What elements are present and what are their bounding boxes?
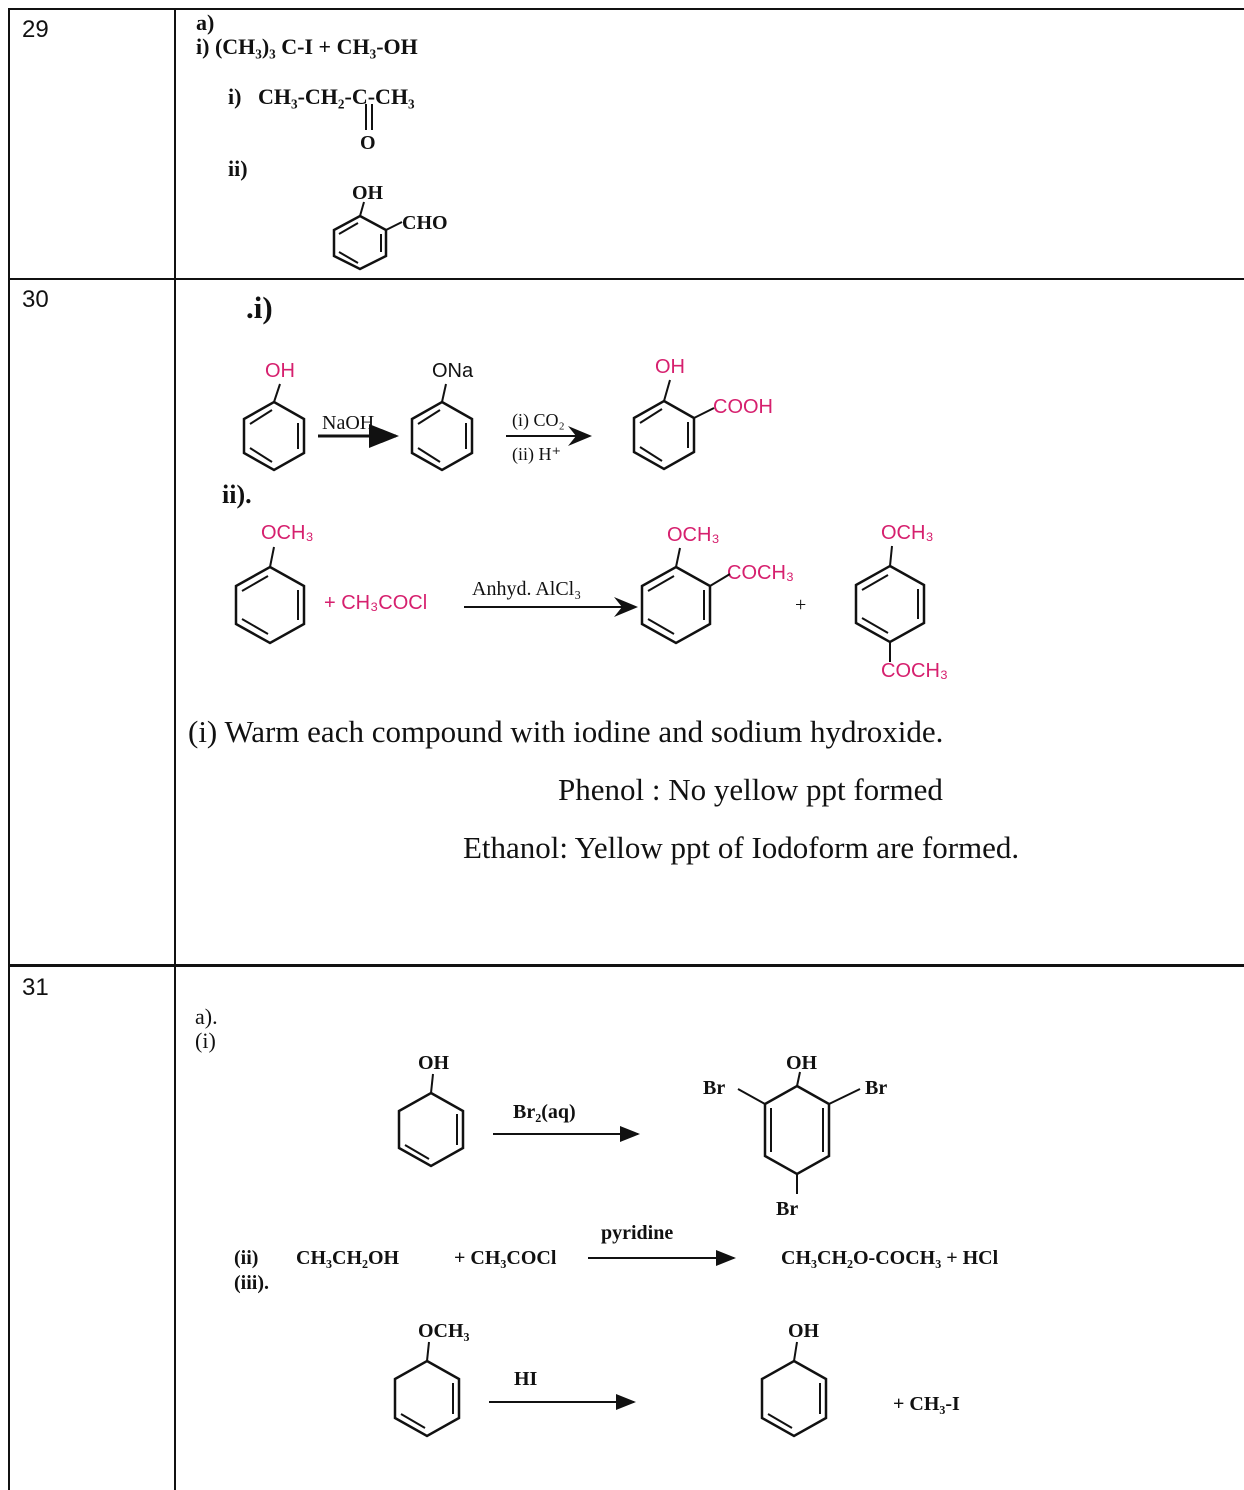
q30-naoh: NaOH [322, 412, 375, 434]
q29-part-a: a) [196, 10, 215, 35]
q31-ethanol: CH₃CH₂OH [296, 1247, 400, 1269]
q31-br2: Br₂(aq) [513, 1101, 576, 1123]
q31-tribromophenol-ring [737, 1071, 861, 1194]
q30-coch3-b: COCH₃ [727, 562, 795, 584]
q30-salicylic-ring [632, 379, 715, 471]
q31-phenol-ring [397, 1073, 465, 1168]
question-number-31: 31 [22, 974, 49, 1001]
q30-para-product-ring [854, 545, 926, 662]
q31-part-ii: (ii) [234, 1247, 259, 1269]
q30-och3-a: OCH₃ [261, 522, 314, 544]
q30-cooh: COOH [713, 396, 773, 418]
col-border-mid [174, 8, 176, 1490]
q31-product: CH₃CH₂O-COCH₃ + HCl [781, 1247, 999, 1269]
q30-ethanol-line: Ethanol: Yellow ppt of Iodoform are form… [463, 830, 1020, 865]
q29-item-ii-oh: OH [352, 182, 384, 204]
row-border-30-31 [8, 964, 1244, 967]
q30-anisole-ring [234, 546, 306, 645]
q30-oh1: OH [265, 360, 295, 382]
q31-oh2: OH [786, 1052, 818, 1074]
q31-oh3: OH [788, 1320, 820, 1342]
q30-part-ii: ii). [222, 480, 252, 509]
question-number-30: 30 [22, 286, 49, 313]
q31-br-bottom: Br [776, 1198, 799, 1220]
q31-phenol-product-ring [760, 1341, 828, 1438]
q30-phenol-line: Phenol : No yellow ppt formed [558, 772, 943, 807]
q29-line-i: i) (CH₃)₃ C-I + CH₃-OH [196, 34, 418, 59]
q31-part-a: a). [195, 1004, 218, 1029]
q30-phenol-ring [242, 383, 306, 472]
q30-plus: + [795, 594, 807, 616]
q29-item-ii-label: ii) [228, 156, 248, 181]
q31-ch3i: + CH₃-I [893, 1393, 960, 1415]
q29-benzene-ring [332, 201, 403, 271]
q30-ortho-product-ring [640, 547, 731, 645]
q30-part-i: .i) [246, 290, 273, 325]
q30-plus-reagent: + CH₃COCl [324, 592, 428, 614]
q31-part-i: (i) [195, 1028, 216, 1053]
q31-oh1: OH [418, 1052, 450, 1074]
q31-och3: OCH₃ [418, 1320, 470, 1342]
q29-item-i-formula: CH₃-CH₂-C-CH₃ [258, 84, 415, 109]
q30-test-line: (i) Warm each compound with iodine and s… [188, 714, 944, 749]
question-number-29: 29 [22, 16, 49, 43]
q30-phenoxide-ring [410, 383, 474, 472]
q31-hi: HI [514, 1368, 538, 1390]
q30-och3-c: OCH₃ [881, 522, 934, 544]
q30-och3-b: OCH₃ [667, 524, 720, 546]
q31-anisole-ring [393, 1341, 461, 1438]
q29-item-ii-cho: CHO [402, 212, 448, 234]
col-border-left [8, 8, 10, 1490]
q30-coch3-c: COCH₃ [881, 660, 949, 682]
q31-br-right: Br [865, 1077, 888, 1099]
q30-alcl3: Anhyd. AlCl₃ [472, 578, 582, 600]
row-border-29-30 [8, 278, 1244, 280]
q31-pyridine: pyridine [601, 1222, 674, 1244]
q29-item-i-oxygen: O [360, 132, 376, 154]
q30-co2: (i) CO₂ [512, 410, 565, 430]
q29-item-i-label: i) [228, 84, 242, 109]
q30-hplus: (ii) H⁺ [512, 444, 561, 464]
q31-part-iii: (iii). [234, 1272, 269, 1294]
q31-br-left: Br [703, 1077, 726, 1099]
q31-plus-acyl: + CH₃COCl [454, 1247, 557, 1269]
q30-oh2: OH [655, 356, 685, 378]
row-border-top [8, 8, 1244, 10]
q30-ona: ONa [432, 360, 474, 382]
